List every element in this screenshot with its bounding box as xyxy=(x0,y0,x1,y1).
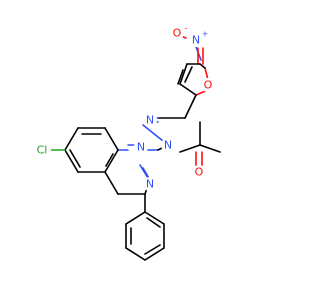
fused-benzene-ring xyxy=(49,127,119,173)
bond xyxy=(184,66,193,83)
bond xyxy=(179,63,188,85)
oxygen-atom-label: O xyxy=(173,27,182,40)
bond xyxy=(144,211,165,225)
bond xyxy=(64,149,79,173)
nitrogen-atom-label: N xyxy=(192,34,200,47)
nitrogen-atom-label: N xyxy=(137,141,145,154)
chlorine-atom-label: Cl xyxy=(37,144,48,157)
nitrogen-atom-label: N xyxy=(146,178,154,191)
bond xyxy=(184,94,197,119)
bond xyxy=(199,63,206,69)
nitrogen-atom-label: N xyxy=(164,139,172,152)
bond xyxy=(105,153,114,167)
bond xyxy=(204,67,209,81)
phenyl-ring xyxy=(125,193,165,261)
bond xyxy=(104,127,119,151)
negative-charge-label: - xyxy=(185,24,188,33)
furan-ring xyxy=(177,63,209,96)
bond xyxy=(104,149,119,173)
bond xyxy=(104,171,119,195)
oxygen-atom-label: O xyxy=(204,79,213,92)
molecule-structure: O - N + O N N O N N Cl xyxy=(33,23,221,261)
bond xyxy=(144,244,161,255)
bond xyxy=(139,164,149,179)
bond xyxy=(64,127,79,151)
bond xyxy=(179,144,201,153)
oxygen-atom-label: O xyxy=(195,166,204,179)
bond xyxy=(144,247,165,261)
bond xyxy=(146,217,161,228)
bond xyxy=(69,149,81,168)
bond xyxy=(125,211,146,225)
positive-charge-label: + xyxy=(202,30,209,39)
nitrogen-atom-label: N xyxy=(146,114,154,127)
bond xyxy=(125,247,146,261)
acetyl-group xyxy=(179,121,221,173)
bond xyxy=(177,69,184,85)
bond xyxy=(179,83,197,96)
atom-labels: O - N + O N N O N N Cl xyxy=(33,24,215,191)
bond xyxy=(199,144,221,153)
